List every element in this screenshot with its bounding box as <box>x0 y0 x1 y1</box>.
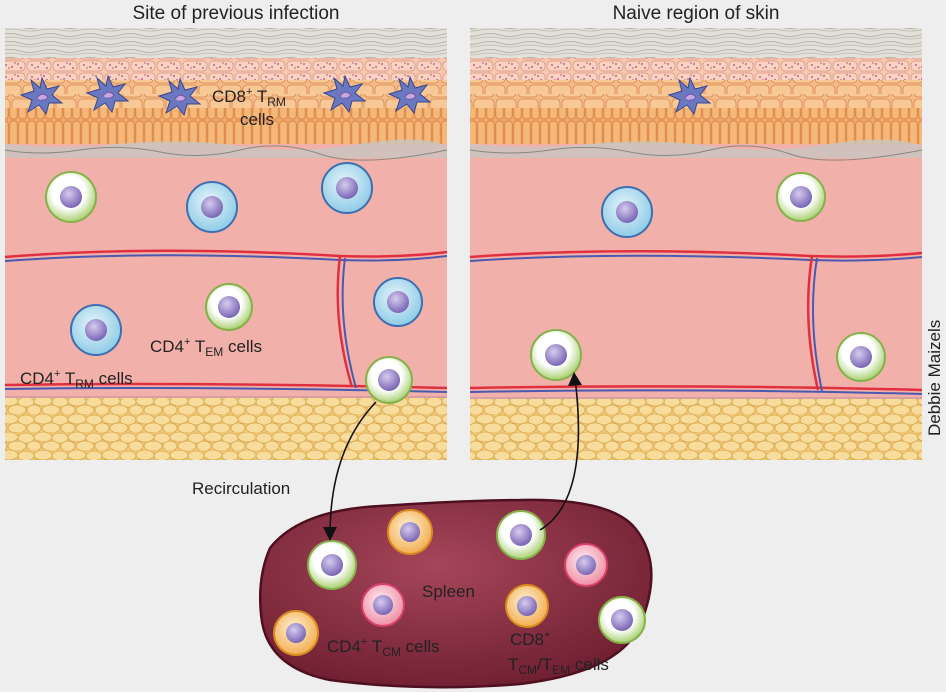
blood-vessel <box>469 249 923 259</box>
right-panel-title: Naive region of skin <box>613 3 780 24</box>
trm-cell <box>186 181 238 233</box>
basement-membrane <box>5 139 447 158</box>
blood-vessel <box>812 257 823 392</box>
blood-vessel <box>469 385 923 392</box>
arrow-head <box>323 527 337 541</box>
arrow-head <box>568 372 582 386</box>
arrow-to-spleen <box>329 401 377 536</box>
stratum-corneum <box>5 28 447 60</box>
right-panel <box>469 28 923 460</box>
cd8-trm-label-line2: cells <box>240 110 274 129</box>
recruited-cell <box>530 329 582 381</box>
cd4-cell <box>564 543 608 587</box>
tem-cell <box>598 596 646 644</box>
blood-vessel <box>806 255 820 391</box>
adipose-layer <box>470 398 922 460</box>
blood-vessel <box>4 249 448 259</box>
recirculating-cell <box>365 356 413 404</box>
blood-vessel <box>341 257 357 389</box>
cd8-trm-label: CD8+ TRM <box>212 86 286 109</box>
tcm-cell <box>273 610 319 656</box>
basal-layer <box>470 108 922 144</box>
tem-cell <box>496 510 546 560</box>
keratinocyte-row <box>470 80 922 94</box>
cd8-tcm-tem-label-line2: TCM/TEM cells <box>508 655 609 677</box>
tem-cell <box>45 171 97 223</box>
trm-cell <box>321 162 373 214</box>
credit: Debbie Maizels <box>925 320 944 436</box>
basement-membrane <box>470 139 922 158</box>
tem-cell <box>836 332 886 382</box>
recirculation-arrows <box>323 372 582 541</box>
basement-membrane-line <box>469 145 923 161</box>
recirculation-label: Recirculation <box>192 479 290 498</box>
left-panel-title: Site of previous infection <box>132 3 339 24</box>
stratum-corneum <box>470 28 922 60</box>
cd4-tem-label: CD4+ TEM cells <box>150 336 262 359</box>
trm-cell <box>601 186 653 238</box>
trm-cell <box>373 277 423 327</box>
blood-vessel <box>336 255 354 388</box>
basement-membrane-line <box>4 145 448 161</box>
trm-cell <box>70 304 122 356</box>
left-panel: CD8+ TRM cells CD4+ TEM cells CD4+ TRM c… <box>4 28 448 460</box>
stratum-granulosum <box>470 58 922 80</box>
tem-cell <box>205 283 253 331</box>
stratum-granulosum <box>5 58 447 80</box>
cd4-cell <box>361 583 405 627</box>
blood-vessel <box>4 254 448 262</box>
blood-vessel <box>469 254 923 262</box>
basal-layer <box>5 108 447 144</box>
tem-cell <box>307 540 357 590</box>
tcm-cell <box>387 509 433 555</box>
arrow-to-skin <box>539 377 580 531</box>
spleen: Spleen CD4+ TCM cells CD8+ TCM/TEM cells <box>258 498 653 689</box>
adipose-layer <box>5 397 447 460</box>
cd4-trm-label: CD4+ TRM cells <box>20 368 133 391</box>
cd8-tcm-tem-label: CD8+ <box>510 629 550 649</box>
tem-cell <box>776 172 826 222</box>
cd4-tcm-label: CD4+ TCM cells <box>327 636 440 659</box>
spleen-label: Spleen <box>422 582 475 601</box>
tcm-cell <box>505 584 549 628</box>
blood-vessel <box>469 389 923 395</box>
